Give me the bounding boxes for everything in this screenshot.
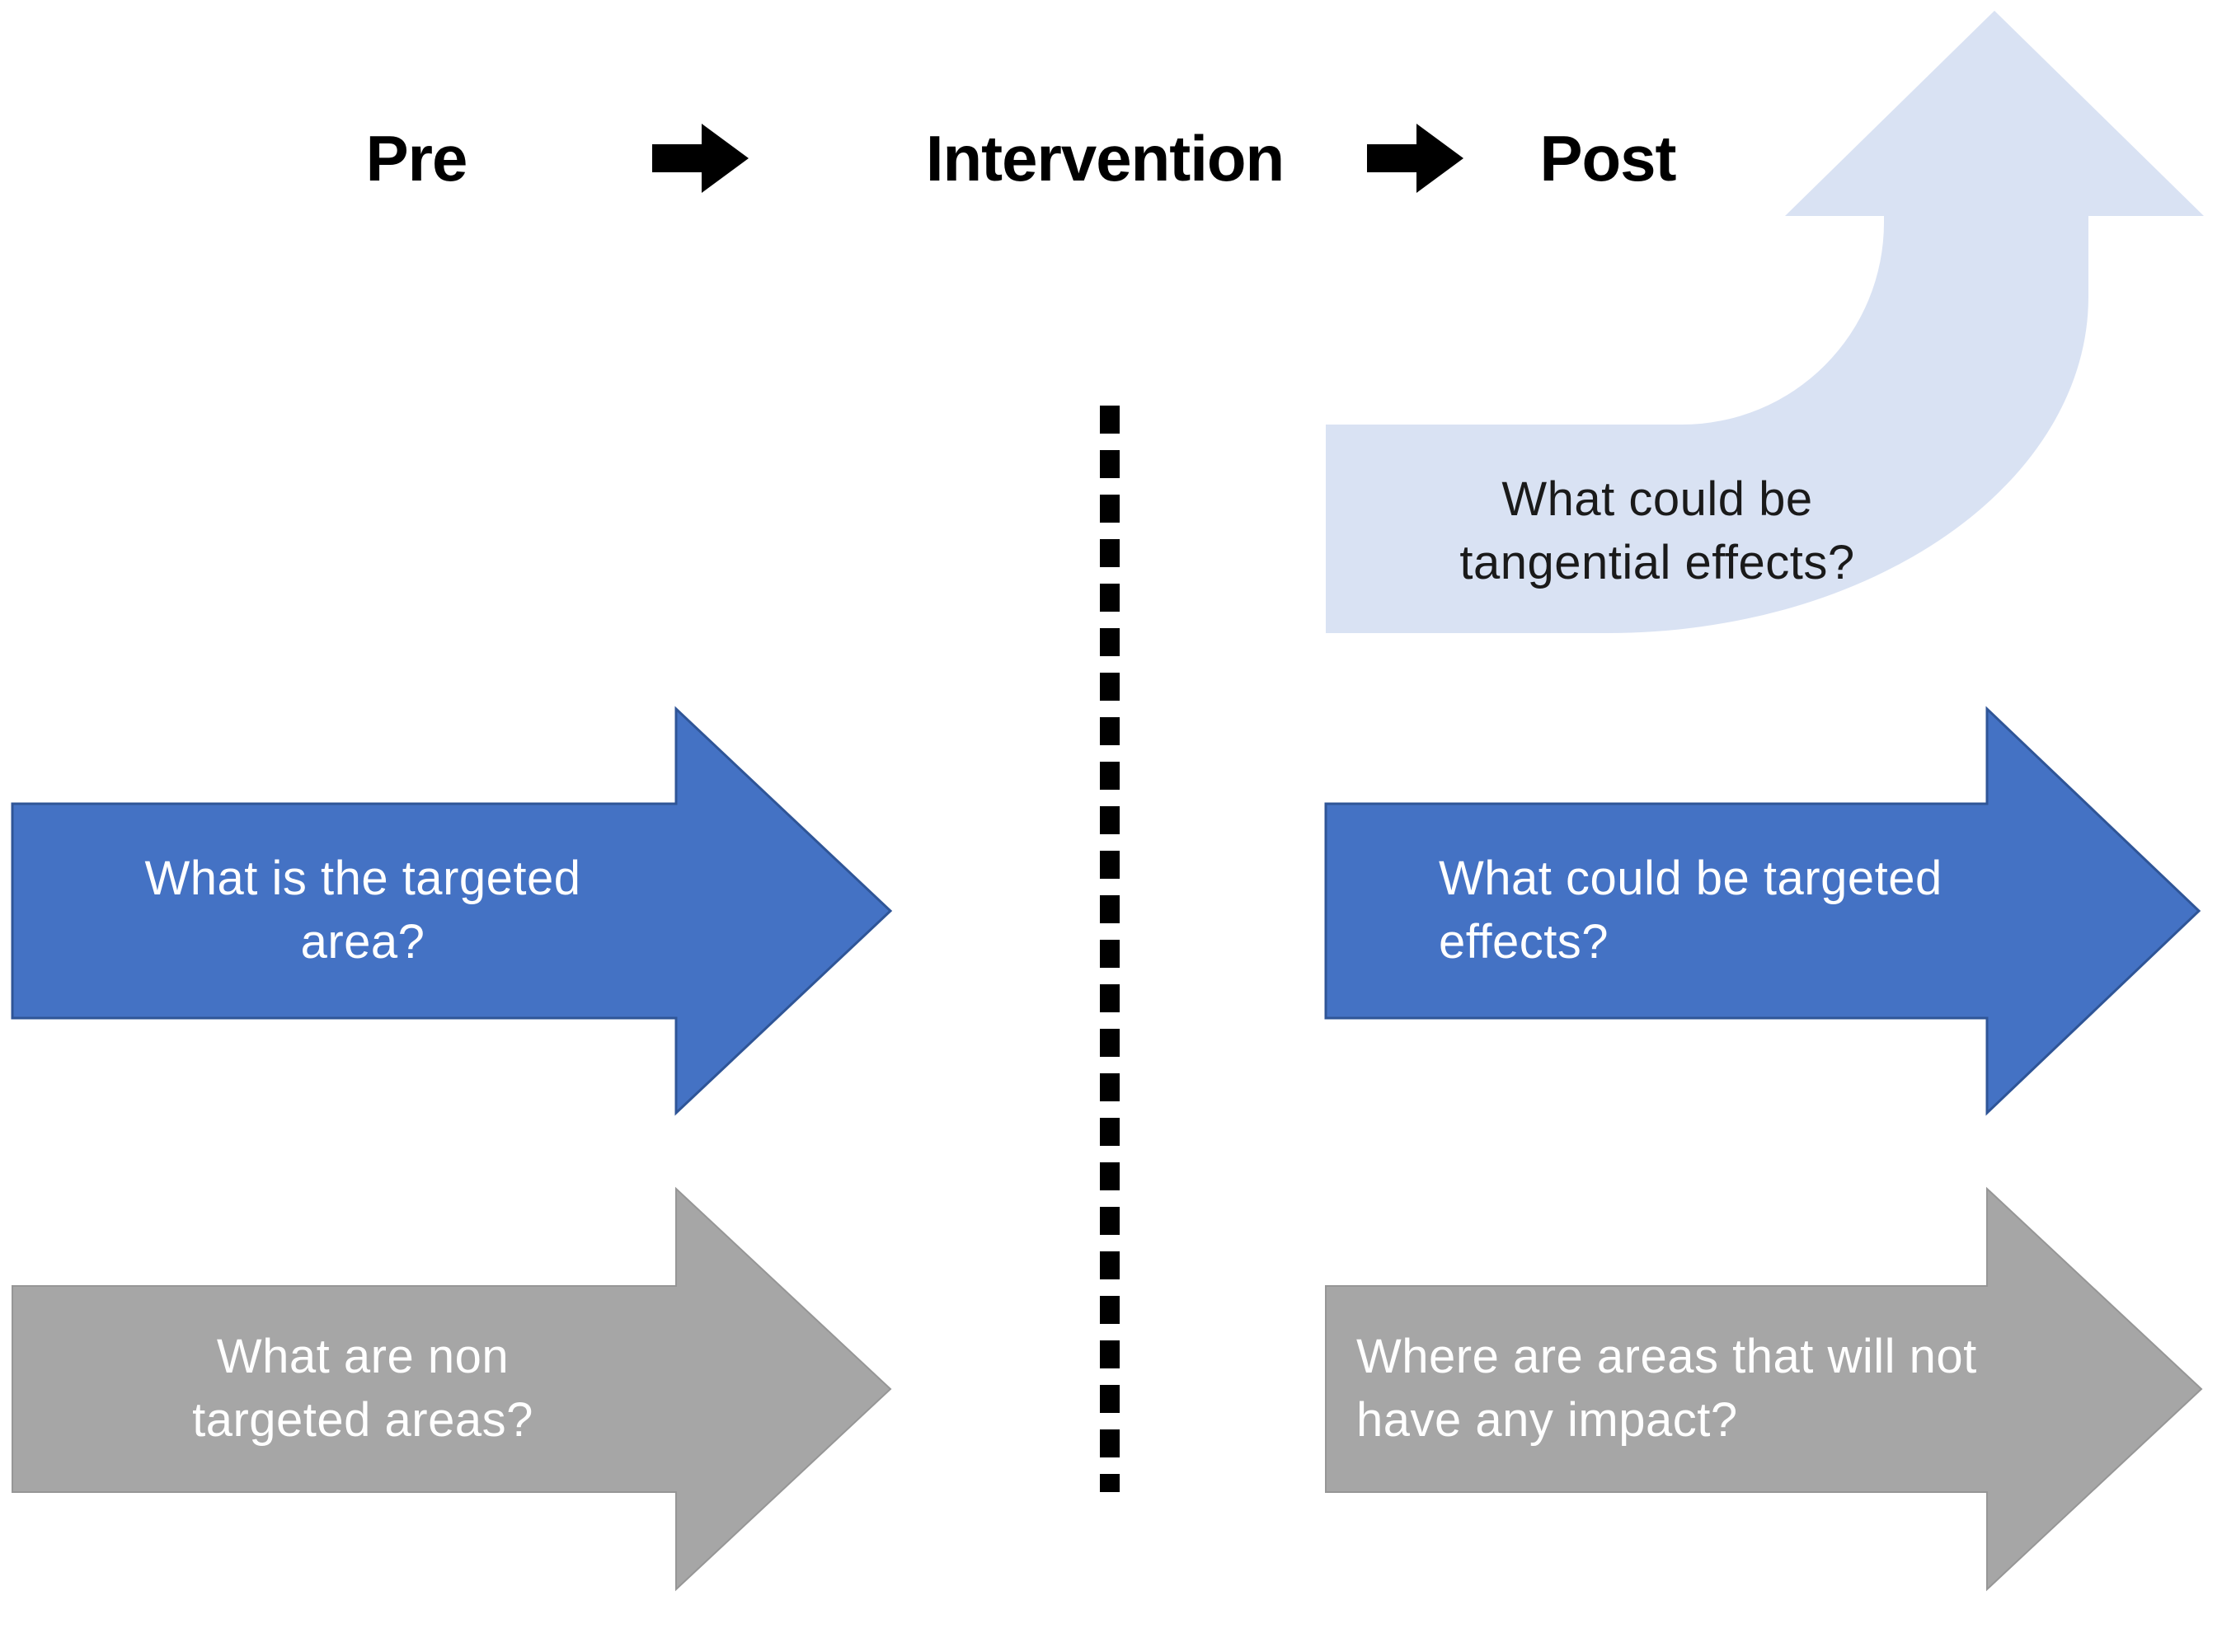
targeted-effects-label-line1: What could be targeted — [1439, 852, 1942, 906]
targeted-effects-arrow — [1324, 706, 2201, 1116]
header-intervention: Intervention — [925, 121, 1285, 195]
targeted-area-label-line1: What is the targeted — [144, 852, 581, 906]
tangential-effects-label-line1: What could be — [1501, 472, 1813, 527]
tangential-effects-label: What could be tangential effects? — [1294, 458, 2020, 606]
intervention-to-post-arrow-icon — [1367, 124, 1463, 193]
targeted-area-label: What is the targeted area? — [41, 833, 684, 989]
no-impact-arrow — [1325, 1186, 2203, 1592]
header-post: Post — [1539, 121, 1676, 195]
pre-to-intervention-arrow-icon — [652, 124, 749, 193]
non-targeted-arrow — [12, 1186, 892, 1592]
non-targeted-label-line1: What are non — [216, 1330, 510, 1384]
tangential-effects-curved-arrow — [1326, 11, 2204, 633]
targeted-area-arrow — [11, 706, 893, 1116]
targeted-effects-label-line2: effects? — [1439, 915, 1609, 969]
no-impact-label-line2: have any impact? — [1356, 1393, 1738, 1447]
header-pre: Pre — [365, 121, 468, 195]
tangential-effects-label-line2: tangential effects? — [1459, 536, 1855, 589]
no-impact-label: Where are areas that will not have any i… — [1356, 1311, 2016, 1467]
non-targeted-label: What are non targeted areas? — [41, 1311, 684, 1467]
non-targeted-label-line2: targeted areas? — [192, 1393, 533, 1447]
targeted-effects-label: What could be targeted effects? — [1439, 833, 1999, 989]
no-impact-label-line1: Where are areas that will not — [1356, 1330, 1977, 1384]
targeted-area-label-line2: area? — [300, 915, 425, 969]
